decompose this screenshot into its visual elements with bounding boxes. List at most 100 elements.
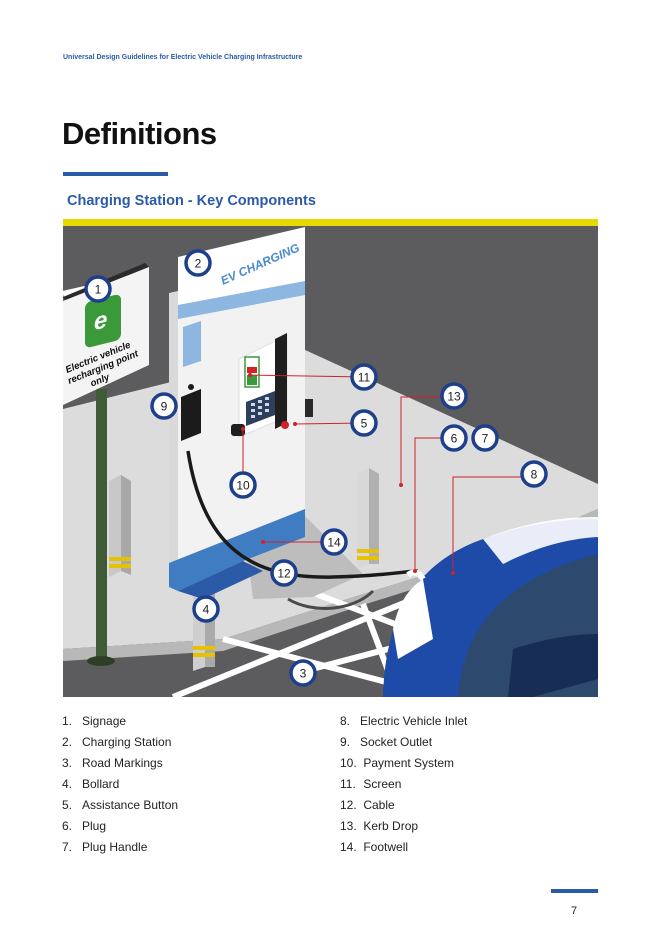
- legend-item: 9. Socket Outlet: [340, 735, 467, 756]
- legend-item-number: 6.: [62, 819, 73, 833]
- badge-11-label: 11: [358, 371, 371, 385]
- badge-2-label: 2: [195, 257, 202, 271]
- legend-item: 2. Charging Station: [62, 735, 178, 756]
- sign-green-panel: [85, 294, 121, 348]
- badge-7: 7: [471, 424, 499, 452]
- running-header: Universal Design Guidelines for Electric…: [63, 54, 303, 61]
- badge-2: 2: [184, 249, 212, 277]
- plug-holster: [305, 399, 313, 417]
- badge-9-label: 9: [161, 400, 168, 414]
- page-title: Definitions: [62, 116, 217, 151]
- legend-item-text: Payment System: [363, 756, 455, 770]
- battery-fill-top: [247, 367, 257, 373]
- legend-item-number: 1.: [62, 714, 73, 728]
- legend-item: 8. Electric Vehicle Inlet: [340, 714, 467, 735]
- assistance-button: [281, 421, 289, 429]
- electric-vehicle: [383, 517, 598, 697]
- legend-item-text: Kerb Drop: [363, 819, 419, 833]
- badge-4: 4: [192, 595, 220, 623]
- pavement-edge: [63, 509, 598, 661]
- badge-13-label: 13: [447, 390, 461, 404]
- badge-3-label: 3: [300, 667, 307, 681]
- legend-item-number: 9.: [340, 735, 351, 749]
- charging-station-illustration: e Electric vehicle recharging point only: [63, 219, 598, 697]
- legend-item-number: 5.: [62, 798, 73, 812]
- number-badges: 1 2 3 4 5 6 7 8 9 10 11 12 13 14: [84, 249, 548, 687]
- legend-item-number: 8.: [340, 714, 351, 728]
- legend-item-number: 4.: [62, 777, 73, 791]
- yellow-band: [63, 219, 598, 226]
- legend-item-number: 13.: [340, 819, 357, 833]
- legend-item-text: Charging Station: [82, 735, 172, 749]
- legend-item: 7. Plug Handle: [62, 840, 178, 861]
- badge-12-label: 12: [277, 567, 291, 581]
- badge-5: 5: [350, 409, 378, 437]
- badge-1: 1: [84, 275, 112, 303]
- badge-14-label: 14: [327, 536, 341, 550]
- leader-dots: [241, 373, 455, 575]
- battery-fill: [247, 375, 257, 385]
- sign-pole: [96, 389, 107, 661]
- legend-item-number: 11.: [340, 777, 356, 791]
- badge-10-label: 10: [236, 479, 250, 493]
- legend-item: 10. Payment System: [340, 756, 467, 777]
- sign-pole-base: [87, 656, 115, 666]
- badge-6-label: 6: [451, 432, 458, 446]
- legend-item-text: Electric Vehicle Inlet: [360, 714, 468, 728]
- badge-6: 6: [440, 424, 468, 452]
- legend-item-number: 2.: [62, 735, 73, 749]
- badge-11: 11: [350, 363, 378, 391]
- badge-7-label: 7: [482, 432, 489, 446]
- legend-item: 13. Kerb Drop: [340, 819, 467, 840]
- legend-item-text: Screen: [363, 777, 402, 791]
- legend-item: 6. Plug: [62, 819, 178, 840]
- charging-station: EV CHARGING: [169, 227, 313, 599]
- legend-item-number: 10.: [340, 756, 357, 770]
- legend-item: 4. Bollard: [62, 777, 178, 798]
- legend-item-text: Bollard: [82, 777, 120, 791]
- page-number: 7: [571, 905, 578, 917]
- badge-4-label: 4: [203, 603, 210, 617]
- screen-dark-edge: [275, 333, 287, 429]
- badge-8: 8: [520, 460, 548, 488]
- side-decal: [183, 321, 201, 367]
- socket-indicator: [188, 384, 194, 390]
- illustration-svg: e Electric vehicle recharging point only: [63, 219, 598, 697]
- card-reader: [231, 424, 245, 436]
- badge-1-label: 1: [95, 283, 102, 297]
- legend-item-text: Plug: [82, 819, 107, 833]
- badge-8-label: 8: [531, 468, 538, 482]
- cable: [186, 450, 419, 579]
- legend-item: 3. Road Markings: [62, 756, 178, 777]
- plug-e-icon: e: [94, 306, 107, 336]
- legend-item-text: Plug Handle: [82, 840, 148, 854]
- badge-10: 10: [229, 471, 257, 499]
- section-heading: Charging Station - Key Components: [67, 193, 316, 209]
- badge-9: 9: [150, 392, 178, 420]
- badge-14: 14: [320, 528, 348, 556]
- cable-shadow: [287, 589, 375, 610]
- legend-item: 1.Signage: [62, 714, 178, 735]
- badge-12: 12: [270, 559, 298, 587]
- bollard-right: [357, 468, 379, 569]
- legend-item-text: Footwell: [363, 840, 409, 854]
- badge-5-label: 5: [361, 417, 368, 431]
- legend-item-number: 14.: [340, 840, 357, 854]
- title-rule: [63, 172, 168, 176]
- legend-item: 11. Screen: [340, 777, 467, 798]
- keypad-keys: [251, 397, 269, 418]
- bollard-left: [109, 475, 131, 577]
- badge-3: 3: [289, 659, 317, 687]
- legend-item-text: Socket Outlet: [360, 735, 433, 749]
- legend-item-text: Assistance Button: [82, 798, 179, 812]
- legend-left-list: 1.Signage 2. Charging Station 3. Road Mark…: [62, 714, 178, 861]
- legend-item-number: 3.: [62, 756, 73, 770]
- legend-item-text: Road Markings: [82, 756, 163, 770]
- legend-right-list: 8. Electric Vehicle Inlet 9. Socket Outlet…: [340, 714, 467, 861]
- badge-13: 13: [440, 382, 468, 410]
- legend-item-text: Cable: [363, 798, 395, 812]
- legend-item: 5. Assistance Button: [62, 798, 178, 819]
- legend-item-number: 7.: [62, 840, 73, 854]
- legend-item: 12. Cable: [340, 798, 467, 819]
- legend-item: 14. Footwell: [340, 840, 467, 861]
